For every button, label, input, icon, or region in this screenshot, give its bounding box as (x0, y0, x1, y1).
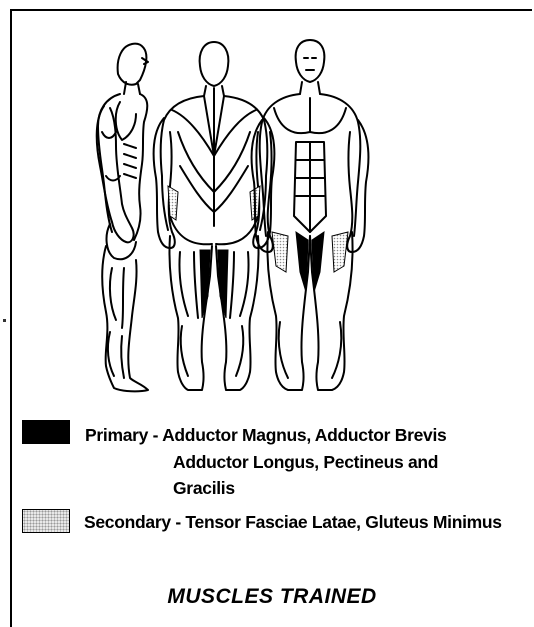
muscle-figures-illustration (60, 36, 380, 396)
stray-mark (3, 319, 6, 322)
frame-top-border (10, 9, 532, 11)
front-view-figure (252, 40, 369, 390)
caption-text: MUSCLES TRAINED (167, 585, 376, 608)
primary-legend-line-3: Gracilis (173, 478, 235, 499)
back-view-primary-highlight (200, 250, 228, 318)
secondary-legend-line-1: Secondary - Tensor Fasciae Latae, Gluteu… (84, 512, 502, 533)
frame-left-border (10, 9, 12, 627)
caption: MUSCLES TRAINED (0, 585, 534, 609)
side-view-figure (97, 44, 148, 392)
primary-legend-swatch (22, 420, 70, 444)
secondary-legend-swatch (22, 509, 70, 533)
primary-legend-line-1: Primary - Adductor Magnus, Adductor Brev… (85, 425, 446, 446)
primary-legend-line-2: Adductor Longus, Pectineus and (173, 452, 438, 473)
